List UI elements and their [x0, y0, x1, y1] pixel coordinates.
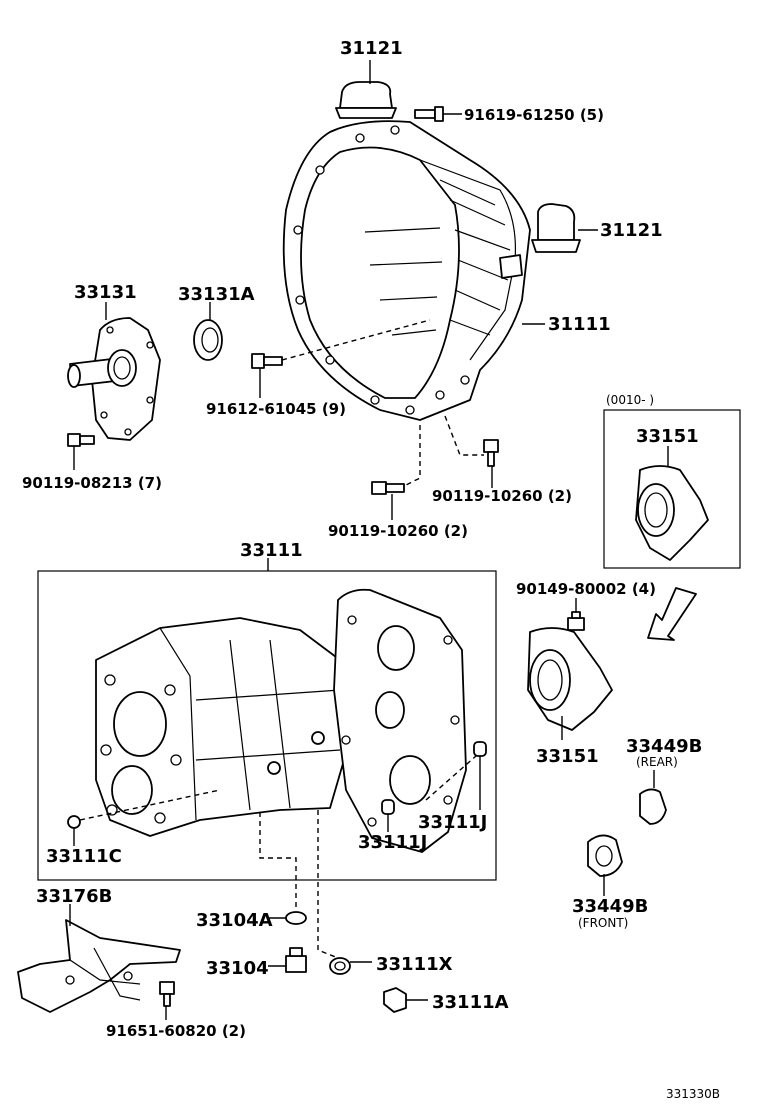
- label-90119-10260-a: 90119‑10260 (2): [432, 487, 572, 505]
- dash-90119-b: [403, 425, 421, 487]
- dash-33104: [259, 812, 297, 910]
- label-inset-code: (0010‑ ): [606, 393, 654, 407]
- label-33151-inset: 33151: [636, 426, 699, 447]
- label-91619: 91619‑61250 (5): [464, 106, 604, 124]
- label-33111C: 33111C: [46, 846, 122, 867]
- pin-33111J-a[interactable]: [473, 741, 487, 757]
- oil-seal-33131A[interactable]: [193, 319, 223, 361]
- label-33151: 33151: [536, 746, 599, 767]
- label-91612: 91612‑61045 (9): [206, 400, 346, 418]
- label-33111A: 33111A: [432, 992, 509, 1013]
- label-31121-right: 31121: [600, 220, 663, 241]
- label-33176B: 33176B: [36, 886, 112, 907]
- transmission-case-33111[interactable]: [95, 617, 345, 837]
- gasket-33104A[interactable]: [285, 911, 307, 925]
- pin-33111J-b[interactable]: [381, 799, 395, 815]
- dash-91612: [281, 319, 431, 361]
- label-33111-group: 33111: [240, 540, 303, 561]
- case-group-box: [37, 570, 497, 881]
- label-31121-top: 31121: [340, 38, 403, 59]
- plug-33104[interactable]: [285, 947, 307, 973]
- inset-box: [603, 409, 741, 569]
- dash-33111X: [317, 810, 339, 959]
- dash-33111C: [79, 789, 221, 821]
- bolt-91612[interactable]: [251, 353, 283, 369]
- bolt-90119-10260-b[interactable]: [371, 481, 405, 495]
- label-33449B-rear: 33449B: [626, 736, 702, 757]
- label-33131A: 33131A: [178, 284, 255, 305]
- rubber-cover-31121-right[interactable]: [531, 203, 581, 253]
- label-diagram-id: 331330B: [666, 1087, 720, 1101]
- label-front-note: (FRONT): [578, 916, 628, 930]
- label-90119-08213: 90119‑08213 (7): [22, 474, 162, 492]
- bolt-90119-10260-a[interactable]: [483, 439, 499, 467]
- clutch-housing-31111[interactable]: [282, 120, 531, 421]
- seal-33111X[interactable]: [329, 957, 351, 975]
- dash-90119-a: [444, 415, 484, 456]
- breather-33111A[interactable]: [383, 987, 407, 1013]
- screw-90149[interactable]: [567, 611, 585, 631]
- bearing-retainer-33151[interactable]: [527, 627, 613, 731]
- label-33131: 33131: [74, 282, 137, 303]
- bracket-33176B[interactable]: [17, 919, 181, 1013]
- label-33104: 33104: [206, 958, 269, 979]
- retainer-33131[interactable]: [67, 317, 161, 441]
- synchro-ring-33449B-rear[interactable]: [639, 788, 667, 825]
- synchro-ring-33449B-front[interactable]: [587, 834, 623, 877]
- label-91651: 91651‑60820 (2): [106, 1022, 246, 1040]
- label-90119-10260-b: 90119‑10260 (2): [328, 522, 468, 540]
- label-90149: 90149‑80002 (4): [516, 580, 656, 598]
- label-rear-note: (REAR): [636, 755, 678, 769]
- bearing-retainer-33151-inset[interactable]: [635, 465, 709, 561]
- bolt-90119-08213[interactable]: [67, 433, 95, 447]
- rubber-cover-31121-top[interactable]: [335, 81, 397, 119]
- plug-33111C[interactable]: [67, 815, 81, 829]
- bolt-91619[interactable]: [414, 106, 444, 122]
- label-33449B-front: 33449B: [572, 896, 648, 917]
- bolt-91651[interactable]: [159, 981, 175, 1007]
- dash-33111J-a: [425, 755, 477, 801]
- arrow-indicator: [647, 587, 697, 641]
- label-33111J-a: 33111J: [418, 812, 487, 833]
- label-33104A: 33104A: [196, 910, 273, 931]
- case-rear-plate[interactable]: [333, 588, 467, 853]
- label-33111X: 33111X: [376, 954, 453, 975]
- label-33111J-b: 33111J: [358, 832, 427, 853]
- label-31111: 31111: [548, 314, 611, 335]
